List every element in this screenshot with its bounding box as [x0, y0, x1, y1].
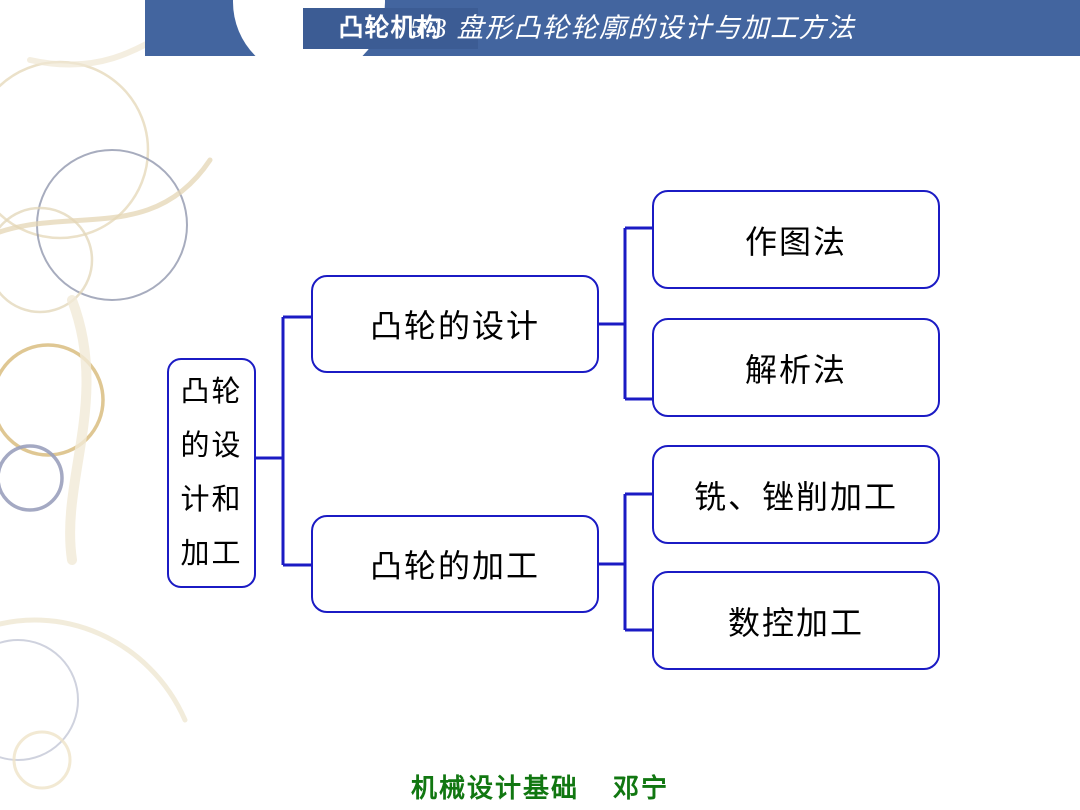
node-graphical-method[interactable]: 作图法 [652, 190, 940, 289]
node-milling-filing[interactable]: 铣、锉削加工 [652, 445, 940, 544]
page-title: 5.3 盘形凸轮轮廓的设计与加工方法 [410, 13, 856, 43]
node-milling-filing-label: 铣、锉削加工 [693, 478, 898, 515]
footer-credit: 机械设计基础 邓宁 [410, 774, 669, 803]
node-cam-design[interactable]: 凸轮的设计 [311, 275, 599, 373]
node-graphical-method-label: 作图法 [744, 223, 847, 260]
node-cam-machining[interactable]: 凸轮的加工 [311, 515, 599, 613]
node-root[interactable]: 凸轮的设计和加工 [167, 358, 256, 588]
node-cnc-machining[interactable]: 数控加工 [652, 571, 940, 670]
node-analytical-method-label: 解析法 [744, 351, 847, 388]
header-tag: 凸轮机构 [303, 8, 478, 49]
node-cnc-machining-label: 数控加工 [727, 604, 864, 641]
node-analytical-method[interactable]: 解析法 [652, 318, 940, 417]
header-tag-label: 凸轮机构 [338, 15, 443, 42]
node-cam-design-label: 凸轮的设计 [369, 308, 540, 344]
node-root-label: 凸轮的设计和加工 [180, 376, 243, 570]
node-cam-machining-label: 凸轮的加工 [369, 548, 540, 584]
